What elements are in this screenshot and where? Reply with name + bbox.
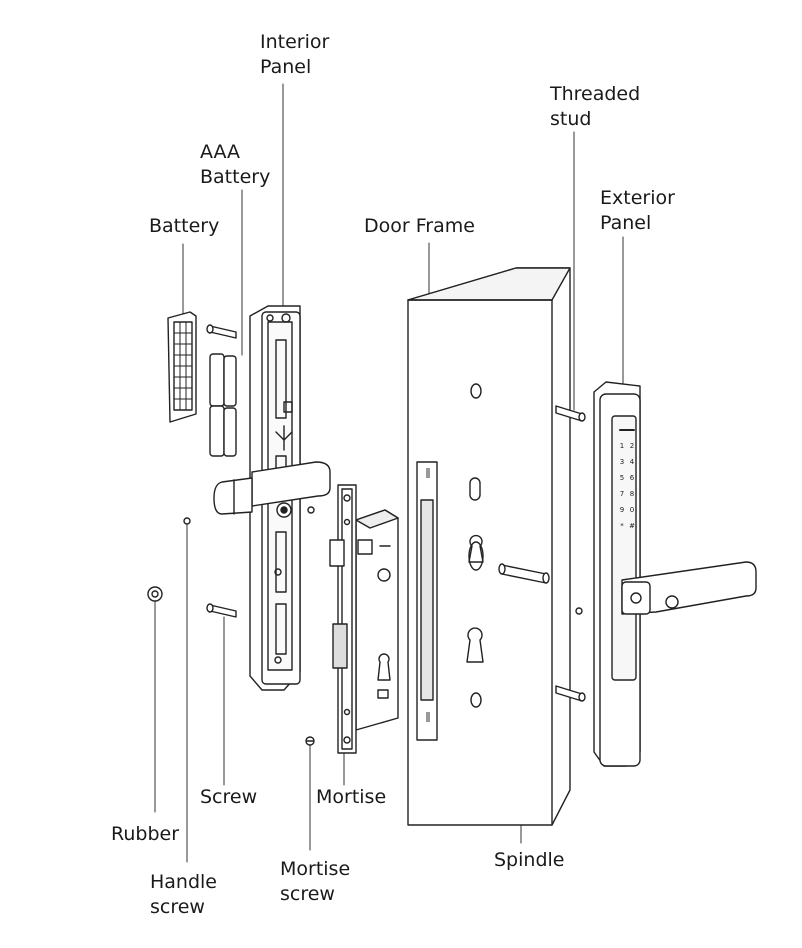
label-rubber: Rubber: [111, 823, 180, 845]
keypad-key: 1: [620, 442, 624, 450]
battery-cover: [167, 311, 197, 423]
keypad-key: 9: [620, 506, 624, 514]
label-mortise: Mortise: [316, 786, 387, 808]
rubber-part: [147, 586, 163, 602]
keypad-key: 6: [630, 474, 635, 482]
keypad-key: #: [629, 522, 635, 530]
keypad-key: 2: [630, 442, 634, 450]
label-mortise-screw: Mortise screw: [280, 858, 351, 905]
handle-screw-part: [183, 517, 191, 525]
label-exterior-panel: Exterior Panel: [600, 187, 675, 234]
threaded-studs: [555, 405, 586, 702]
spindle: [498, 563, 550, 584]
panel-screws: [206, 324, 237, 618]
keypad-key: 4: [630, 458, 635, 466]
mortise-screw-part: [305, 736, 315, 746]
label-screw: Screw: [200, 786, 258, 808]
label-door-frame: Door Frame: [364, 215, 475, 237]
mortise: [329, 484, 399, 754]
label-spindle: Spindle: [494, 849, 565, 871]
label-handle-screw: Handle screw: [150, 871, 218, 918]
keypad-key: *: [620, 522, 624, 530]
keypad-key: 0: [630, 506, 634, 514]
keypad-key: 5: [620, 474, 624, 482]
aaa-batteries: [209, 353, 237, 457]
interior-panel: [213, 305, 331, 691]
label-battery: Battery: [149, 215, 220, 237]
label-aaa-battery: AAA Battery: [200, 141, 271, 188]
label-interior-panel: Interior Panel: [260, 31, 330, 78]
keypad-key: 3: [620, 458, 624, 466]
door-frame: [407, 267, 571, 826]
label-threaded-stud: Threaded stud: [550, 83, 641, 130]
keypad-key: 7: [620, 490, 624, 498]
keypad-key: 8: [630, 490, 634, 498]
